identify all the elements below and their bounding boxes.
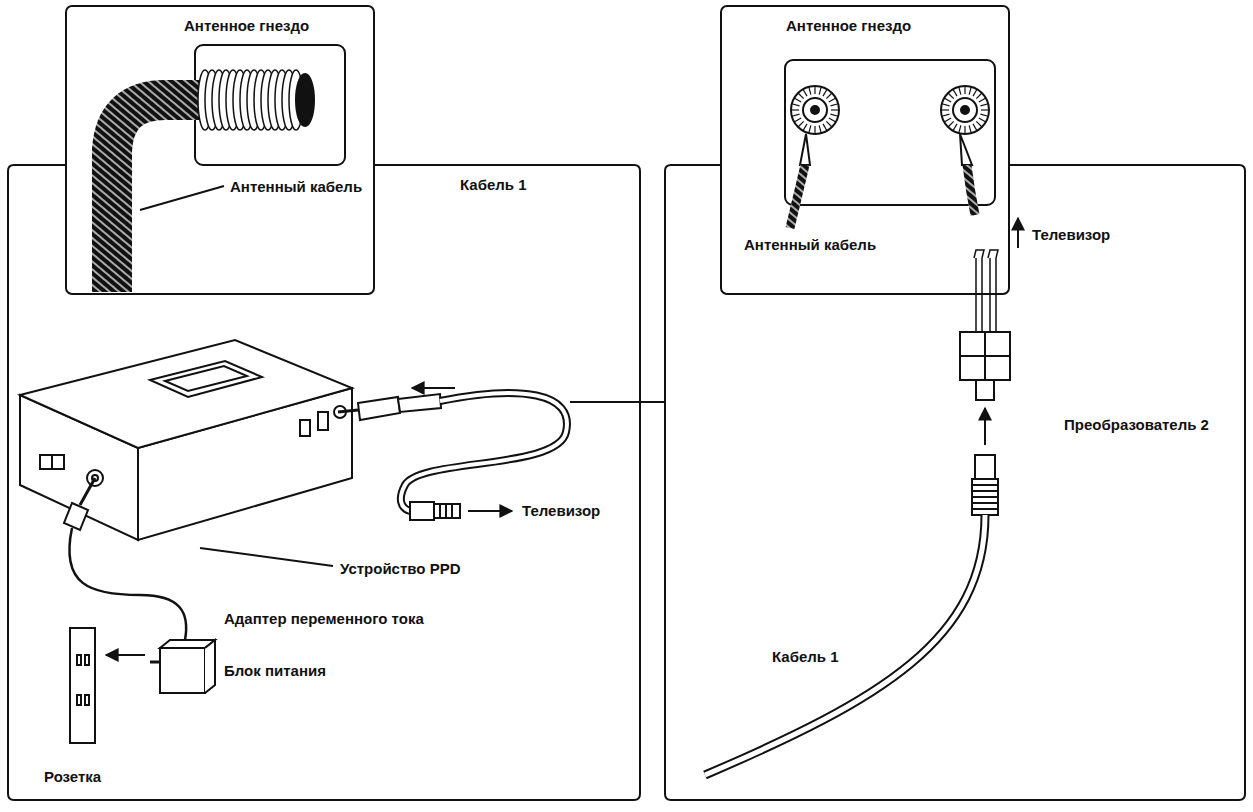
part-label: Кабель 1	[770, 648, 841, 666]
part-label: Телевизор	[1030, 226, 1112, 244]
wall-outlet	[70, 628, 95, 743]
inset-frame: Антенное гнездо	[65, 5, 375, 295]
part-label: Преобразователь 2	[1062, 416, 1211, 434]
spade-lug	[960, 134, 972, 165]
leader-line	[570, 401, 666, 403]
part-label: Блок питания	[222, 662, 328, 680]
part-label: Устройство PPD	[338, 560, 463, 578]
cable-1	[338, 393, 567, 520]
converter-2	[960, 250, 1010, 400]
arrow	[468, 510, 512, 512]
inset-heading: Антенное гнездо	[182, 17, 311, 34]
leader-line	[200, 548, 333, 566]
antenna-cable	[967, 165, 975, 215]
ppd-device	[20, 340, 352, 540]
panel-frame	[665, 165, 1245, 800]
spade-lug	[800, 134, 810, 165]
arrow	[984, 408, 986, 445]
part-label: Адаптер переменного тока	[222, 610, 426, 628]
arrow	[412, 387, 455, 389]
jack-plate	[785, 60, 995, 205]
f-socket	[791, 86, 989, 134]
arrow	[106, 654, 145, 656]
part-label: Телевизор	[520, 502, 602, 520]
part-label: Антенный кабель	[228, 178, 364, 196]
part-label: Розетка	[42, 768, 103, 786]
inset-heading: Антенное гнездо	[784, 17, 913, 34]
cable-plug	[198, 70, 314, 130]
part-label: Кабель 1	[458, 176, 529, 194]
arrow	[1017, 218, 1019, 248]
part-label: Антенный кабель	[742, 236, 878, 254]
cable-1	[705, 455, 998, 775]
leader-line	[140, 186, 224, 210]
antenna-cable	[790, 165, 805, 228]
jack-plate	[195, 45, 345, 165]
